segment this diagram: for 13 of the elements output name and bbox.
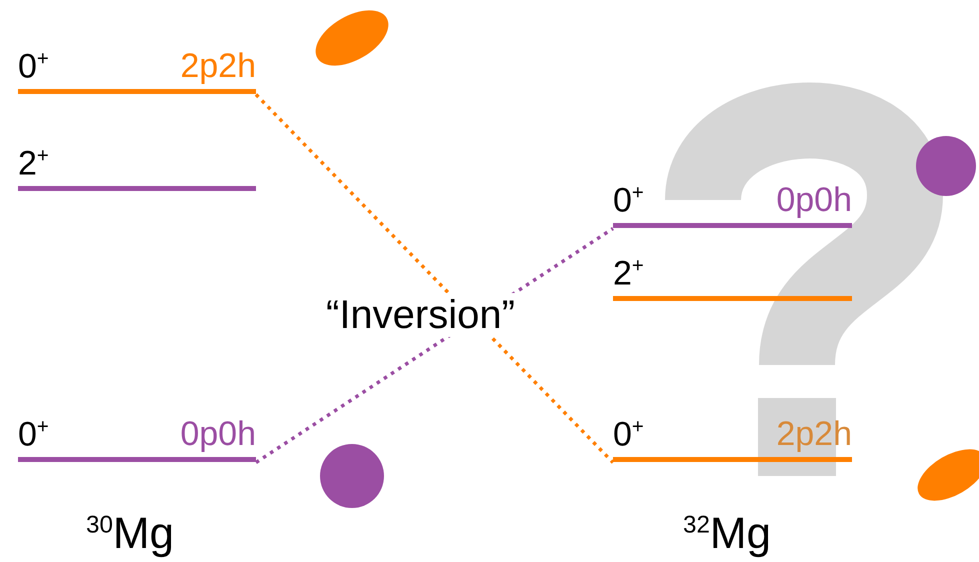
spin-parity-label: 0$^{+}$ <box>18 48 49 83</box>
spin-parity-label: 2$^{+}$ <box>18 146 49 180</box>
spin-parity-label: 0$^{+}$ <box>613 416 644 451</box>
spin-parity-label: 2$^{+}$ <box>613 256 644 290</box>
spin-parity-label: 0$^{+}$ <box>18 416 49 451</box>
configuration-label: 0p0h <box>776 183 852 217</box>
spin-parity-label: 0$^{+}$ <box>613 182 644 217</box>
dotted-connector <box>254 93 614 464</box>
nucleus-label: $^{30}$Mg <box>86 512 174 556</box>
configuration-label: 0p0h <box>180 417 256 451</box>
configuration-label: 2p2h <box>776 417 852 451</box>
nucleus-label: $^{32}$Mg <box>683 512 772 556</box>
configuration-label: 2p2h <box>180 49 256 83</box>
